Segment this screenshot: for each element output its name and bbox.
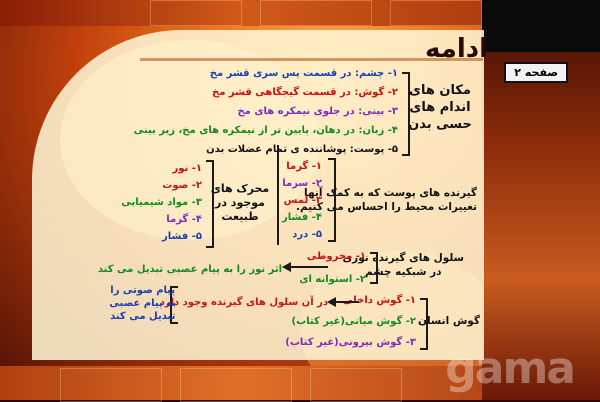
decor-tile [310,368,402,402]
skin-receptor-item: ۵- درد [292,229,322,240]
skin-receptor-item: ۳- لمس [283,195,322,206]
sense-organ-item: ۵- پوست: پوشاننده ی تمام عضلات بدن [206,144,398,155]
ear-heading: گوش انسان [418,315,480,327]
arrow-line [335,301,359,303]
sense-organs-heading: مکان های اندام های حسی بدن [408,83,472,132]
skin-receptors-bracket [328,158,336,242]
retina-item: ۲- استوانه ای [299,274,366,285]
connector-line [277,145,279,245]
stimuli-heading: محرک های موجود در طبیعت [210,182,270,223]
skin-receptors-heading: گیرنده های پوست که به کمک آنها تغییرات م… [296,187,477,213]
decor-tile [180,368,292,402]
decor-tile [260,0,372,26]
corner-box [482,0,600,52]
watermark-logo: gama [445,343,576,394]
sense-organs-bracket [402,72,410,156]
skin-receptor-item: ۴- فشار [282,212,322,223]
title-underline [140,58,483,61]
stimulus-item: ۵- فشار [162,231,202,242]
sense-organ-item: ۱- چشم: در قسمت پس سری قشر مخ [209,68,398,79]
stimuli-bracket [206,160,214,248]
retina-bracket [370,252,378,284]
stimulus-item: ۲- صوت [162,180,202,191]
right-decor-panel [482,0,600,400]
ear-note-bracket [170,286,178,324]
ear-note2: پیام صوتی را به پیام عصبی تبدیل می کند [109,285,176,322]
sense-organ-item: ۳- بینی: در جلوی نیمکره های مخ [237,106,398,117]
retina-heading: سلول های گیرنده نوری در شبکیه چشم [342,252,464,278]
sense-organ-item: ۲- گوش: در قسمت گیجگاهی قشر مخ [211,87,398,98]
stimulus-item: ۴- گرما [166,214,202,225]
retina-note: اثر نور را به پیام عصبی تبدیل می کند [97,264,282,275]
ear-note: در آن سلول های گیرنده وجود دارد [159,297,328,308]
ear-bracket [420,298,428,350]
ear-item: ۳- گوش بیرونی(غیر کتاب) [285,337,416,348]
retina-item: ۱- مخروطی [306,251,366,262]
arrow-head [282,262,291,272]
ear-item: ۱- گوش داخلی [342,295,416,306]
skin-receptor-item: ۲- سرما [282,178,322,189]
arrow-line [290,266,328,268]
skin-receptor-item: ۱- گرما [286,161,322,172]
decor-tile [60,368,162,402]
stimulus-item: ۱- نور [172,163,202,174]
ear-item: ۲- گوش میانی(غیر کتاب) [291,316,416,327]
decor-tile [390,0,482,26]
stimulus-item: ۳- مواد شیمیایی [121,197,202,208]
arrow-head [327,297,336,307]
page-label: صفحه ۲ [504,62,568,83]
decor-tile [150,0,242,26]
sense-organ-item: ۴- زبان: در دهان، پایین تر از نیمکره های… [133,125,398,136]
